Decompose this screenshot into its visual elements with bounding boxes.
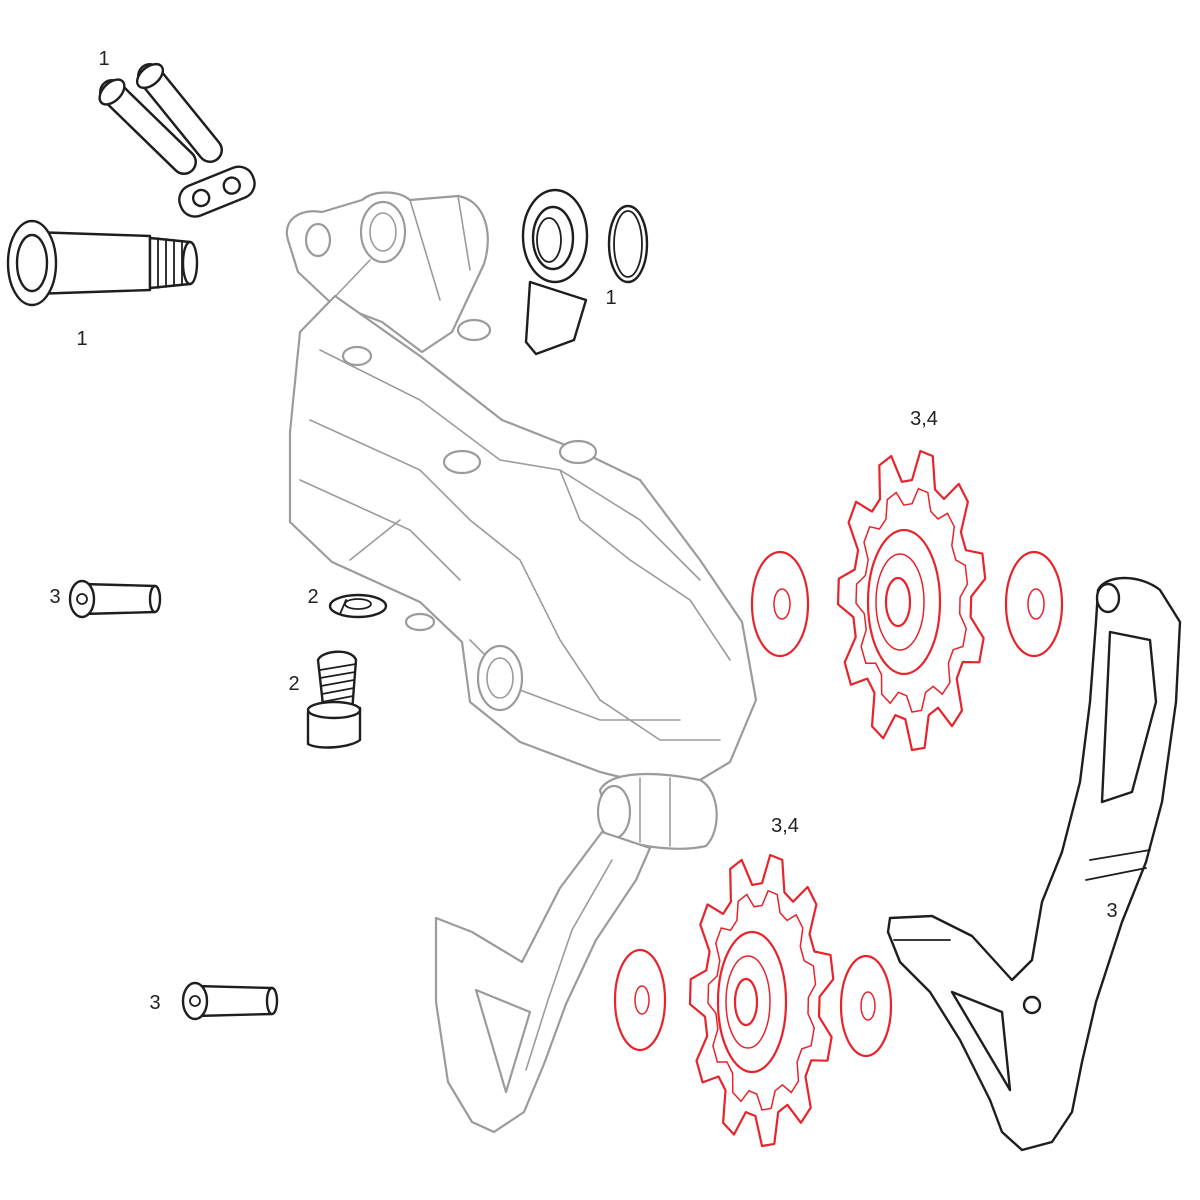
pivot-pin (98, 78, 197, 175)
lock-washer (328, 593, 388, 619)
label-lower-pulley: 3,4 (771, 815, 799, 837)
pulley-bolt-lower (181, 981, 279, 1021)
upper-pulley-wheel (836, 449, 987, 752)
pulley-washer (1004, 550, 1064, 658)
label-spring-cover: 1 (605, 287, 616, 309)
callout-labels: 1 1 1 3,4 3 2 2 3,4 3 3 (49, 48, 1117, 1014)
pivot-pins (98, 62, 256, 218)
label-left-bolt: 3 (49, 586, 60, 608)
b-bolt (6, 219, 199, 307)
pulley-washer-hole (860, 991, 876, 1021)
outer-cage-plate (886, 576, 1182, 1152)
pin-retainer-plate (178, 165, 256, 218)
p-knuckle (596, 772, 718, 850)
inner-cage-plate (434, 830, 652, 1134)
pivot-pin (135, 62, 223, 163)
derailleur-body (285, 191, 758, 1134)
parallelogram-body (288, 294, 758, 794)
label-screw: 2 (288, 673, 299, 695)
lower-pulley-wheel (688, 853, 835, 1148)
o-ring (607, 204, 649, 284)
pulley-bolt-upper (68, 579, 162, 619)
pulley-tooth-ring (707, 889, 817, 1111)
pulley-washer-hole (634, 985, 650, 1015)
upper-pulley-assembly (750, 449, 1064, 752)
pulley-washer-hole (773, 588, 791, 620)
pulley-washer (750, 550, 810, 658)
label-lower-bolt: 3 (149, 992, 160, 1014)
label-washer: 2 (307, 586, 318, 608)
spring-cover (521, 188, 589, 356)
label-b-bolt: 1 (76, 328, 87, 350)
b-knuckle (285, 191, 489, 354)
label-upper-pulley: 3,4 (910, 408, 938, 430)
label-outer-cage: 3 (1106, 900, 1117, 922)
pulley-washer-hole (1027, 588, 1045, 620)
label-pins: 1 (98, 48, 109, 70)
lower-pulley-assembly (613, 853, 893, 1148)
limit-screw (306, 650, 362, 749)
pulley-tooth-ring (855, 487, 969, 713)
pulley-washer (613, 948, 667, 1052)
pulley-washer (839, 954, 893, 1058)
